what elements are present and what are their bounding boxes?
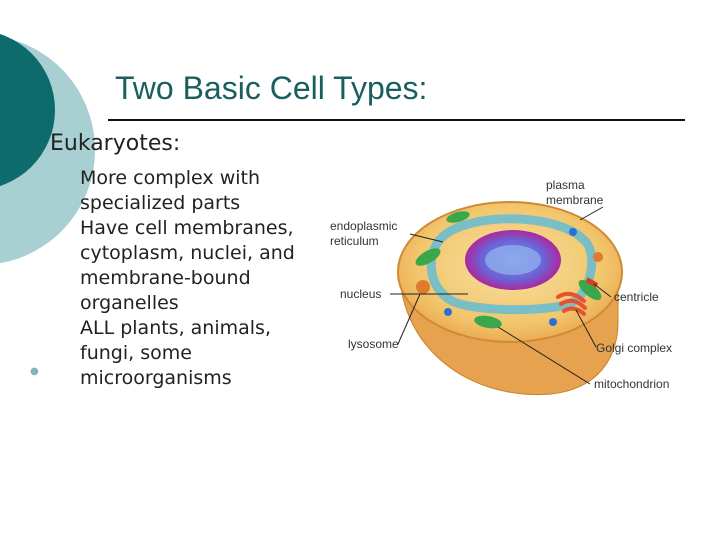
label-endoplasmic-reticulum: endoplasmic reticulum — [330, 219, 401, 248]
bullet-item-organisms: ALL plants, animals, fungi, some microor… — [80, 317, 271, 389]
nucleolus-shape — [485, 245, 541, 275]
eukaryotic-cell-figure: plasma membrane endoplasmic reticulum nu… — [328, 172, 708, 407]
bullet-item-membranes: Have cell membranes, cytoplasm, nuclei, … — [80, 217, 295, 314]
mitochondrion-shape — [446, 211, 470, 223]
mitochondrion-shape — [578, 279, 602, 301]
bullet-list: More complex with specialized parts Have… — [80, 166, 310, 391]
vesicle-shape — [549, 318, 557, 326]
label-plasma-membrane: plasma membrane — [546, 178, 604, 207]
title-underline — [108, 119, 685, 121]
label-golgi-complex: Golgi complex — [596, 341, 672, 355]
label-lysosome: lysosome — [348, 337, 399, 351]
cell-diagram: plasma membrane endoplasmic reticulum nu… — [330, 178, 672, 396]
label-centricle: centricle — [614, 290, 659, 304]
mitochondrion-shape — [474, 315, 502, 329]
slide-title: Two Basic Cell Types: — [115, 70, 428, 106]
vesicle-shape — [569, 228, 577, 236]
bullet-item-specialized: More complex with specialized parts — [80, 167, 261, 214]
label-mitochondrion: mitochondrion — [594, 377, 669, 391]
section-heading: Eukaryotes: — [50, 131, 181, 156]
vesicle-shape — [593, 252, 603, 262]
golgi-shape — [556, 291, 587, 316]
vesicle-shape — [444, 308, 452, 316]
mitochondrion-shape — [415, 248, 441, 266]
bullet-dot-icon: ● — [30, 366, 39, 377]
label-nucleus: nucleus — [340, 287, 381, 301]
lysosome-shape — [416, 280, 430, 294]
decorative-circles — [0, 34, 95, 264]
